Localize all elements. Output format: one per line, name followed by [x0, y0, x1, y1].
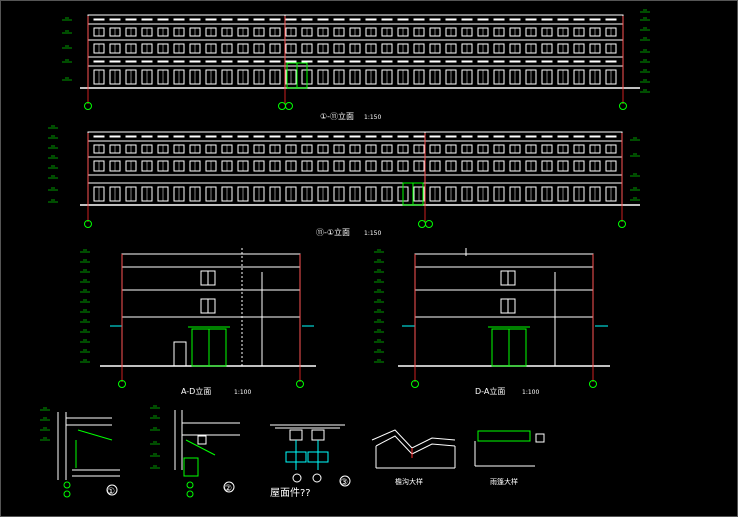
elevation-3-scale: 1:100	[234, 389, 251, 396]
detail-3: ③	[270, 424, 351, 488]
elevation-2-title: ⑪-①立面	[316, 227, 350, 237]
gutter-detail	[371, 429, 456, 469]
elevation-1-scale: 1:150	[364, 114, 381, 121]
elevation-4	[398, 248, 610, 388]
drain-detail-label: 雨篷大样	[490, 477, 518, 486]
drain-detail	[474, 430, 545, 467]
elevation-3	[100, 248, 316, 388]
elevation-4-scale: 1:100	[522, 389, 539, 396]
detail-2-label: ②	[224, 484, 232, 494]
elevation-2: ⑪-①立面 1:150	[80, 131, 640, 237]
detail-1: ①	[57, 412, 120, 498]
detail-3-caption: 屋面件??	[270, 487, 311, 499]
gutter-detail-label: 檐沟大样	[395, 477, 423, 486]
elevation-1: ①-⑪立面 1:150	[80, 14, 640, 121]
detail-3-label: ③	[340, 478, 348, 488]
elevation-1-title: ①-⑪立面	[320, 111, 354, 121]
detail-2: ②	[174, 410, 240, 498]
elevation-2-scale: 1:150	[364, 230, 381, 237]
detail-1-label: ①	[107, 487, 115, 497]
elevation-4-title: D-A立面	[475, 386, 505, 396]
elevation-3-title: A-D立面	[181, 386, 211, 396]
